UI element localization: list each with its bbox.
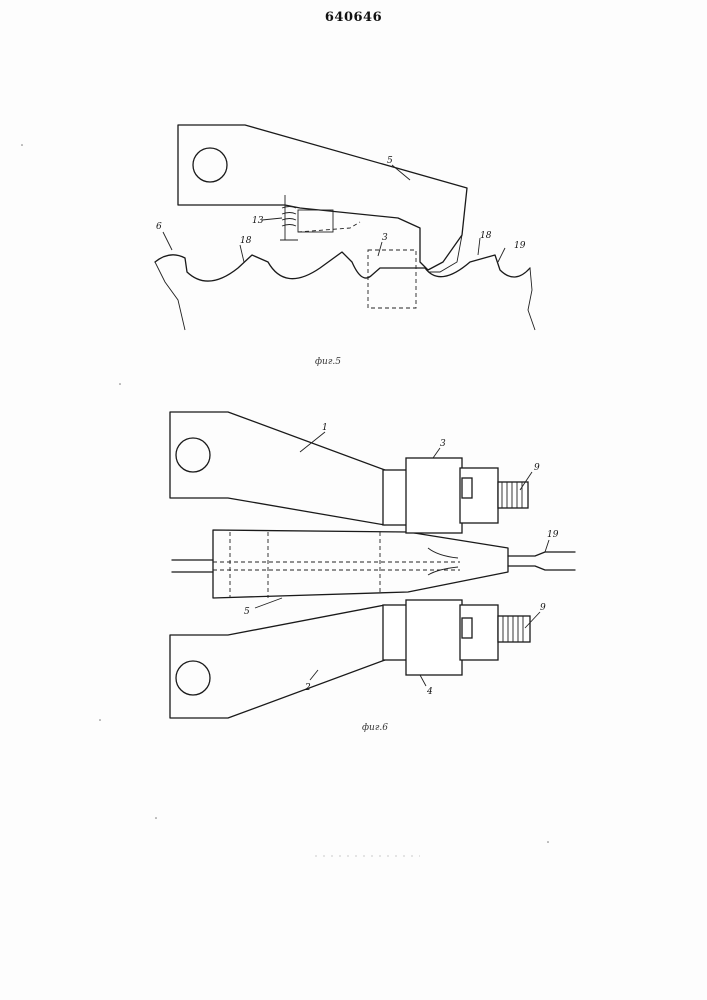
label-19-fig6: 19 bbox=[547, 530, 559, 540]
label-18-right: 18 bbox=[480, 231, 492, 241]
upper-bolt-9 bbox=[498, 482, 528, 508]
dashed-block-3 bbox=[368, 250, 416, 308]
label-13: 13 bbox=[252, 216, 264, 226]
wheel-edge-right bbox=[528, 268, 535, 330]
lever-arm-5 bbox=[178, 125, 467, 270]
upper-pivot-hole bbox=[176, 438, 210, 472]
rod-tip-19 bbox=[508, 552, 575, 570]
block-3 bbox=[406, 458, 462, 533]
lower-pivot-hole bbox=[176, 661, 210, 695]
label-18-left: 18 bbox=[240, 236, 252, 246]
upper-spacer bbox=[383, 470, 408, 525]
arm-hook bbox=[428, 235, 462, 272]
figure-5-caption: фиг.5 bbox=[315, 357, 341, 367]
wedge-hidden-lines bbox=[230, 532, 380, 598]
wedge-5 bbox=[213, 530, 508, 598]
lower-arm-2 bbox=[170, 605, 385, 718]
label-4: 4 bbox=[426, 687, 433, 697]
label-1: 1 bbox=[322, 423, 328, 433]
figure-5: 5 13 6 18 3 18 19 фиг.5 bbox=[155, 125, 535, 367]
label-6: 6 bbox=[156, 222, 162, 232]
figure-6: 1 3 9 19 5 9 4 2 фиг.6 bbox=[170, 412, 575, 733]
label-19: 19 bbox=[514, 241, 526, 251]
label-9-lower: 9 bbox=[540, 603, 546, 613]
label-3: 3 bbox=[382, 233, 388, 243]
label-2: 2 bbox=[304, 683, 311, 693]
figure-6-caption: фиг.6 bbox=[362, 723, 388, 733]
pivot-hole bbox=[193, 148, 227, 182]
wheel-edge-left bbox=[155, 262, 185, 330]
lower-spacer bbox=[383, 605, 408, 660]
label-5-fig6: 5 bbox=[244, 607, 250, 617]
label-9-upper: 9 bbox=[534, 463, 540, 473]
label-5: 5 bbox=[387, 156, 393, 166]
label-3-fig6: 3 bbox=[440, 439, 446, 449]
block-4 bbox=[406, 600, 462, 675]
spring-13 bbox=[280, 195, 360, 240]
ratchet-wheel-6 bbox=[155, 252, 530, 281]
